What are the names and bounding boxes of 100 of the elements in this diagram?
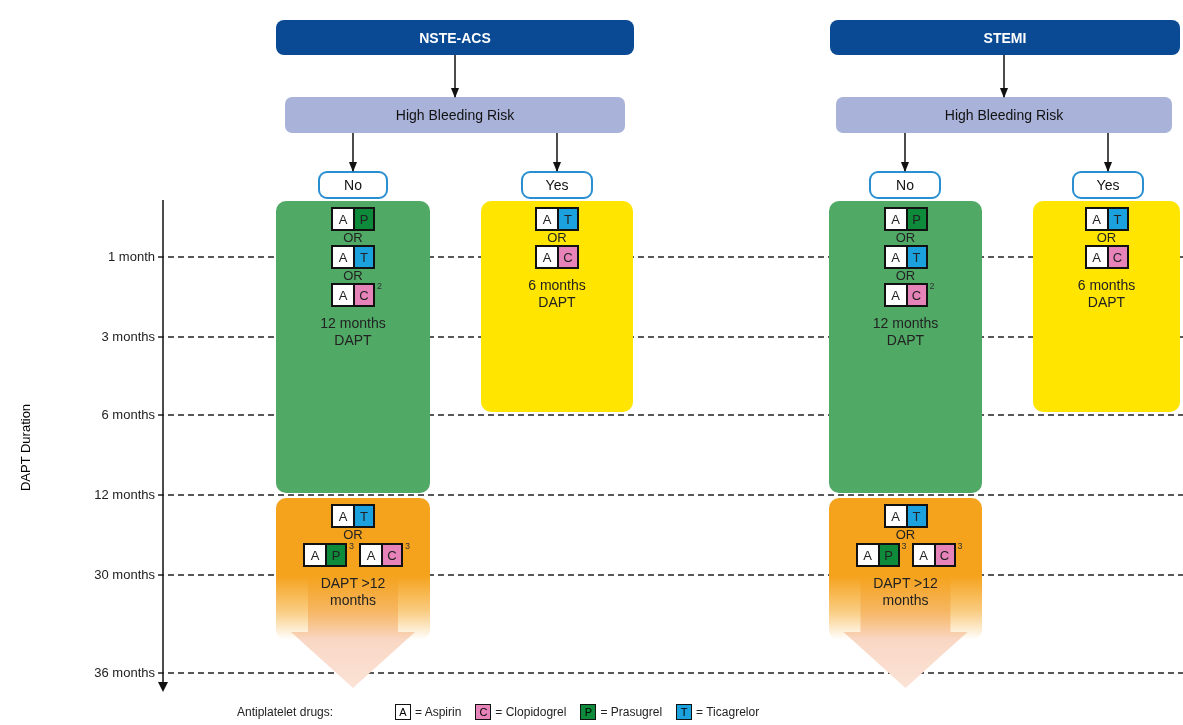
drug-letter: C [557,247,577,267]
arrow [999,54,1009,99]
drug-letter: A [913,545,934,565]
legend-swatch: A [395,704,411,720]
legend-swatch: C [475,704,492,720]
tick-label: 12 months [93,487,155,502]
regimen-panel [276,201,430,493]
regimen-panel [276,498,430,640]
drug-letter: A [885,285,906,305]
drug-pair [535,245,579,269]
drug-pair [911,543,956,567]
duration-text: 6 months DAPT [1076,277,1137,311]
drug-pair [331,207,375,231]
arrow [348,132,358,173]
drug-letter: T [557,209,577,229]
tick-label: 36 months [93,665,155,680]
answer-box: No [869,171,941,199]
footnote-mark: 2 [929,281,935,291]
regimen-panel [481,201,633,412]
drug-letter: T [1106,209,1127,229]
duration-text: 6 months DAPT [527,277,587,311]
drug-pair [883,245,928,269]
drug-letter: A [885,247,906,267]
drug-letter: P [905,209,926,229]
drug-letter: C [1106,247,1127,267]
or-text: OR [1096,231,1117,245]
drug-pair [331,283,375,307]
answer-box: Yes [1072,171,1144,199]
footnote-mark: 2 [377,281,382,291]
tick-label: 3 months [100,329,155,344]
drug-letter: A [885,506,906,526]
drug-letter: A [857,545,878,565]
drug-letter: C [933,545,954,565]
drug-pair [535,207,579,231]
category-header: NSTE-ACS [276,20,634,55]
drug-letter: P [877,545,898,565]
drug-pair [855,543,900,567]
drug-letter: A [537,209,557,229]
category-header: STEMI [830,20,1180,55]
or-text: OR [895,528,916,542]
legend-label: = Ticagrelor [696,705,760,719]
drug-pair [331,504,375,528]
or-text: OR [895,269,916,283]
drug-letter: A [305,545,325,565]
arrow [900,132,910,173]
criterion-box: High Bleeding Risk [836,97,1172,133]
or-text: OR [343,269,363,283]
drug-letter: T [353,247,373,267]
drug-pair [1084,245,1129,269]
answer-box: Yes [521,171,593,199]
or-text: OR [895,231,916,245]
drug-letter: A [361,545,381,565]
duration-text: DAPT >12 months [872,575,939,609]
tick-label: 30 months [93,567,155,582]
drug-letter: T [905,506,926,526]
or-text: OR [343,528,363,542]
footnote-mark: 3 [405,541,410,551]
duration-text: 12 months DAPT [319,315,387,349]
regimen-panel [829,498,982,640]
footnote-mark: 3 [901,541,907,551]
drug-letter: P [353,209,373,229]
drug-pair [883,283,928,307]
drug-letter: A [333,506,353,526]
criterion-box: High Bleeding Risk [285,97,625,133]
drug-pair [303,543,347,567]
drug-letter: A [885,209,906,229]
arrow [552,132,562,173]
footnote-mark: 3 [957,541,963,551]
drug-letter: A [333,247,353,267]
drug-pair [883,207,928,231]
duration-text: DAPT >12 months [319,575,387,609]
drug-letter: P [325,545,345,565]
drug-letter: A [333,209,353,229]
regimen-panel [829,201,982,493]
axis-title: DAPT Duration [17,402,33,494]
drug-letter: A [1086,209,1107,229]
drug-letter: T [353,506,373,526]
legend-label: = Clopidogrel [495,705,567,719]
drug-pair [883,504,928,528]
drug-letter: C [353,285,373,305]
drug-pair [359,543,403,567]
drug-letter: A [333,285,353,305]
legend-title: Antiplatelet drugs: [237,705,334,719]
drug-letter: A [537,247,557,267]
drug-letter: C [905,285,926,305]
duration-text: 12 months DAPT [871,315,940,349]
answer-box: No [318,171,388,199]
arrow [1103,132,1113,173]
arrow [450,54,460,99]
drug-letter: A [1086,247,1107,267]
tick-label: 1 month [107,249,155,264]
legend-label: = Aspirin [415,705,462,719]
drug-letter: T [905,247,926,267]
legend-swatch: P [580,704,597,720]
drug-pair [1084,207,1129,231]
legend-label: = Prasugrel [600,705,663,719]
drug-letter: C [381,545,401,565]
or-text: OR [343,231,363,245]
or-text: OR [547,231,567,245]
drug-pair [331,245,375,269]
